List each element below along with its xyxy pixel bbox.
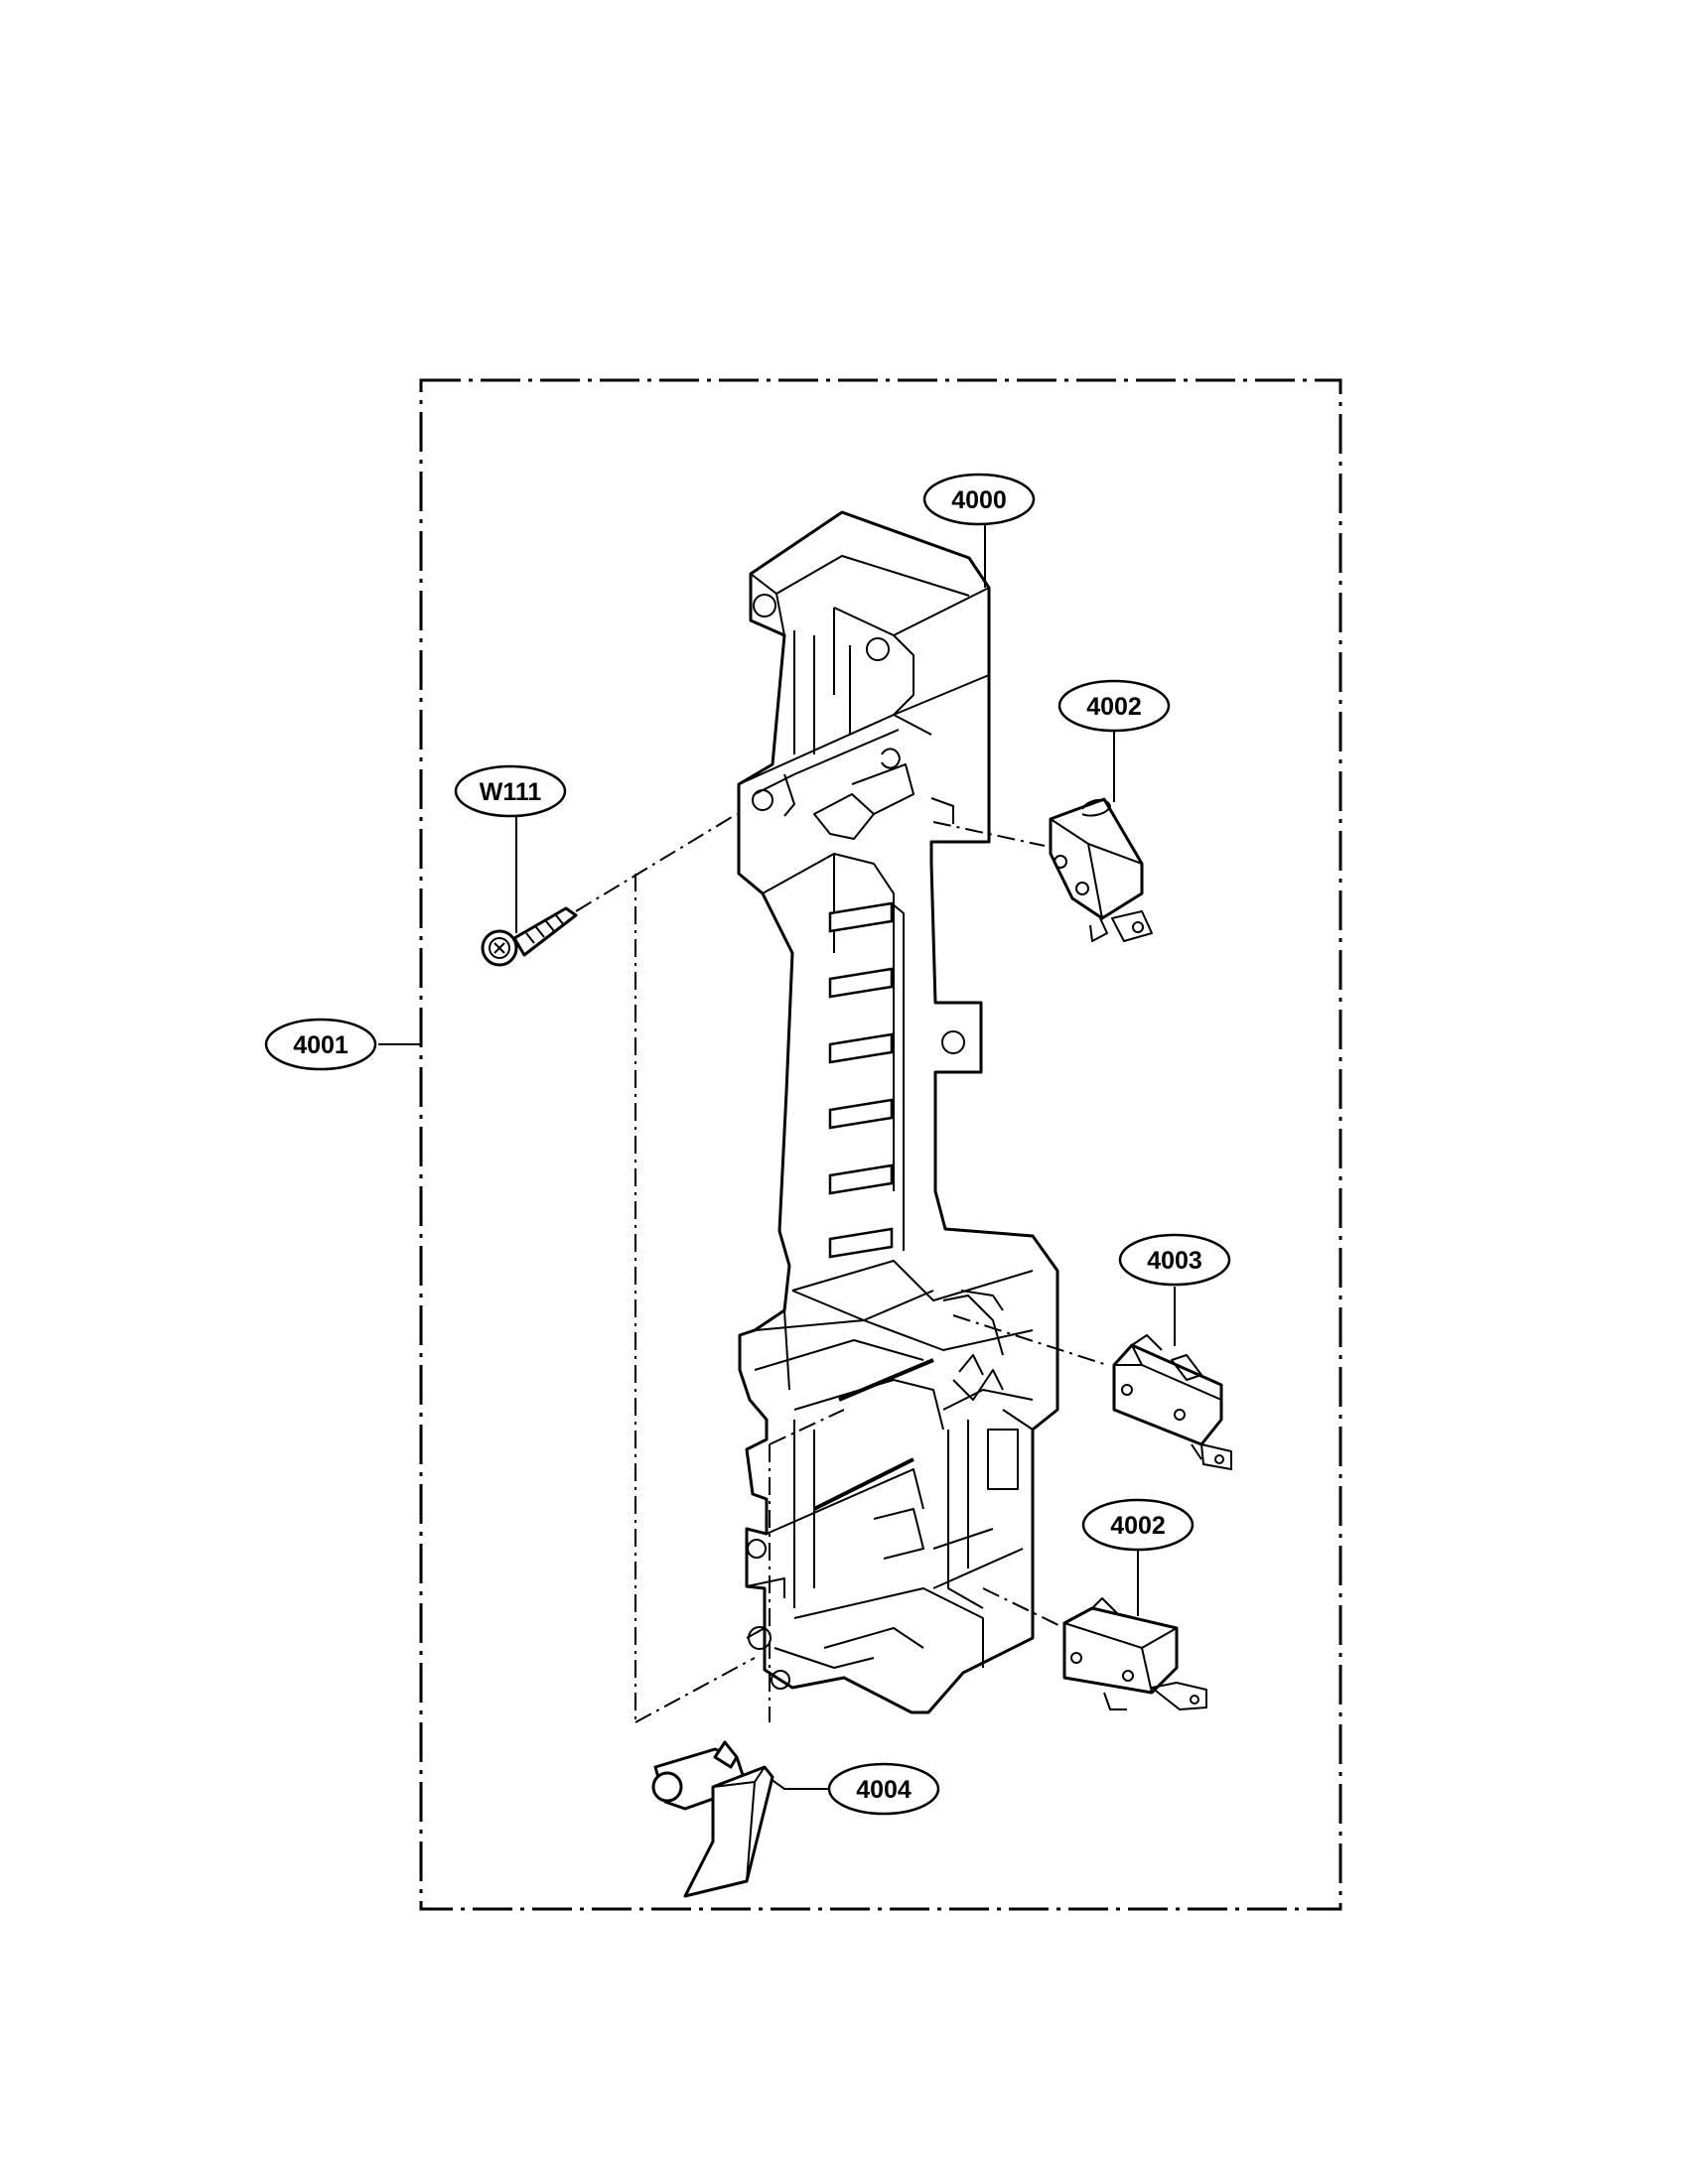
callout-leaders	[378, 525, 1176, 1790]
callout-4001-label: 4001	[293, 1031, 349, 1059]
callout-4004-label: 4004	[856, 1776, 912, 1804]
callout-4002-bottom: 4002	[1081, 1498, 1195, 1552]
callout-4003: 4003	[1118, 1233, 1231, 1287]
main-bracket-part	[737, 510, 1059, 1714]
screw-w111-part	[481, 906, 578, 967]
callout-4002-top-label: 4002	[1086, 693, 1142, 721]
assembly-boundary-frame	[419, 378, 1342, 1911]
switch-4002-top-part	[1049, 797, 1153, 942]
switch-4003-part	[1112, 1334, 1232, 1470]
callout-4004: 4004	[827, 1762, 940, 1816]
callout-4002-top: 4002	[1057, 679, 1171, 733]
assembly-lines	[575, 813, 1108, 1723]
callout-4000: 4000	[922, 473, 1036, 526]
callout-4003-label: 4003	[1147, 1247, 1202, 1275]
lever-4004-part	[651, 1740, 774, 1898]
callout-w111: W111	[454, 764, 567, 818]
callout-w111-label: W111	[480, 778, 542, 806]
switch-4002-bottom-part	[1062, 1597, 1207, 1710]
callout-4001: 4001	[264, 1018, 377, 1071]
callout-4002-bottom-label: 4002	[1110, 1512, 1166, 1540]
callout-4000-label: 4000	[951, 486, 1007, 514]
